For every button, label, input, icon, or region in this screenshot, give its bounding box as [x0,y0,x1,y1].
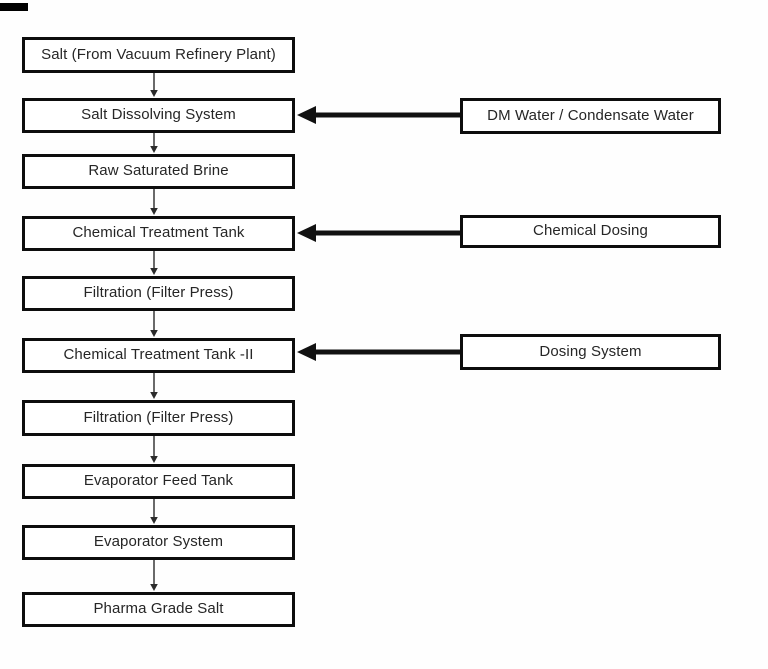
flow-node-evaporator-system: Evaporator System [22,525,295,560]
flow-node-label: Chemical Treatment Tank -II [63,346,254,364]
flow-node-label: Salt Dissolving System [81,106,236,124]
flow-node-raw-saturated-brine: Raw Saturated Brine [22,154,295,189]
flow-node-evaporator-feed-tank: Evaporator Feed Tank [22,464,295,499]
flow-node-salt-source: Salt (From Vacuum Refinery Plant) [22,37,295,73]
flow-node-pharma-grade-salt: Pharma Grade Salt [22,592,295,627]
flow-node-label: Salt (From Vacuum Refinery Plant) [41,45,276,63]
corner-artifact [0,3,28,11]
input-node-label: DM Water / Condensate Water [487,106,694,124]
flow-node-label: Raw Saturated Brine [88,162,229,180]
flow-node-filtration-1: Filtration (Filter Press) [22,276,295,311]
flow-node-chemical-treatment-tank: Chemical Treatment Tank [22,216,295,251]
input-node-label: Dosing System [539,342,642,360]
flow-node-chemical-treatment-tank-2: Chemical Treatment Tank -II [22,338,295,373]
flow-node-salt-dissolving-system: Salt Dissolving System [22,98,295,133]
flow-node-label: Filtration (Filter Press) [83,284,234,302]
input-node-dm-water: DM Water / Condensate Water [460,98,721,134]
flow-node-filtration-2: Filtration (Filter Press) [22,400,295,436]
flow-node-label: Evaporator Feed Tank [83,472,234,490]
input-node-chemical-dosing: Chemical Dosing [460,215,721,248]
flow-node-label: Pharma Grade Salt [93,600,224,618]
flow-node-label: Filtration (Filter Press) [83,408,234,426]
flow-node-label: Chemical Treatment Tank [72,224,245,242]
input-node-label: Chemical Dosing [533,222,648,240]
input-node-dosing-system: Dosing System [460,334,721,370]
vertical-flow-arrows [150,73,158,591]
side-input-arrows [297,106,466,361]
flow-node-label: Evaporator System [93,533,224,551]
